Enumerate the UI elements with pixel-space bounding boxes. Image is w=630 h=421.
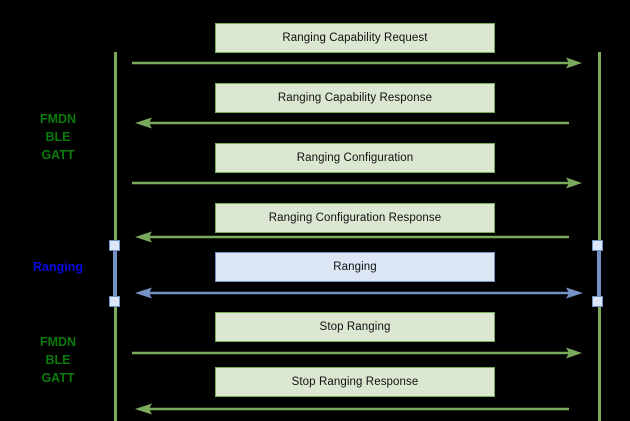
phase-label-fmdn-ble-gatt-bottom: FMDN BLE GATT [39,335,77,385]
message-arrow-ranging-capability-request [130,56,585,70]
activation-right-start [592,240,603,251]
message-arrow-ranging-bidirectional [133,286,585,300]
message-box-ranging-capability-request: Ranging Capability Request [215,23,495,53]
message-box-ranging-configuration-response: Ranging Configuration Response [215,203,495,233]
message-box-stop-ranging-response: Stop Ranging Response [215,367,495,397]
message-box-stop-ranging: Stop Ranging [215,312,495,342]
message-arrow-ranging-configuration-response [133,230,570,244]
lifeline-left-initiator [114,52,117,242]
activation-left-start [109,240,120,251]
lifeline-left-initiator-lower [114,305,117,421]
message-box-ranging-configuration: Ranging Configuration [215,143,495,173]
lifeline-right-responder-lower [598,305,601,421]
phase-label-fmdn-ble-gatt-top: FMDN BLE GATT [39,112,77,162]
activation-left-end [109,296,120,307]
message-arrow-stop-ranging-response [133,402,570,416]
message-box-ranging-capability-response: Ranging Capability Response [215,83,495,113]
lifeline-right-ranging-segment [597,250,601,300]
phase-label-ranging: Ranging [33,260,83,274]
message-arrow-ranging-configuration [130,176,585,190]
message-arrow-ranging-capability-response [133,116,570,130]
lifeline-left-ranging-segment [113,250,117,300]
message-box-ranging: Ranging [215,252,495,282]
lifeline-right-responder [598,52,601,242]
message-arrow-stop-ranging [130,346,585,360]
activation-right-end [592,296,603,307]
